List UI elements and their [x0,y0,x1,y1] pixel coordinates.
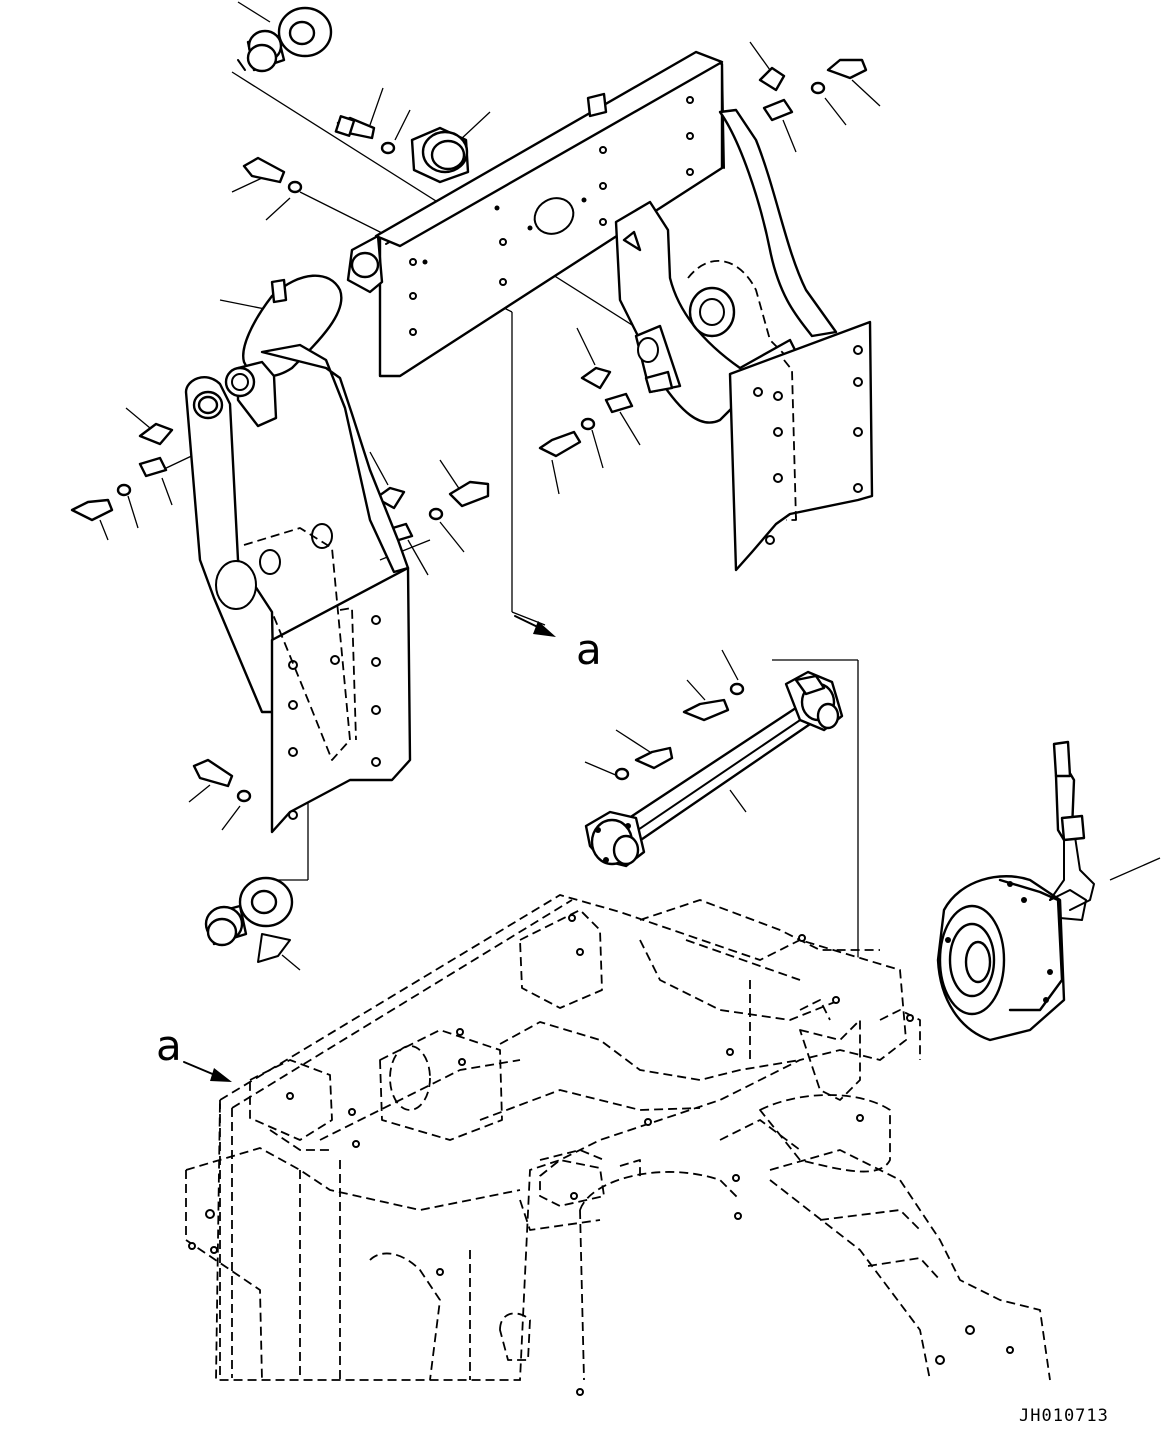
left-plate-holes [288,615,381,820]
drawing-code: JH010713 [1019,1406,1109,1426]
shaft-yoke-left [584,810,646,868]
callout-leaders [99,1,1161,971]
propeller-shaft [584,670,844,868]
cover-plate [410,126,470,184]
hydraulic-pump [936,740,1095,1042]
front-frame-crossbeam [184,50,874,834]
rear-frame-phantom [185,894,1051,1396]
right-plate-holes [753,345,863,545]
fasteners-upper [70,58,868,803]
view-arrow-upper [514,615,556,637]
view-arrow-lower [183,1061,232,1082]
bushing-bottom [204,876,294,963]
crossbeam-holes [409,96,694,336]
view-label-lower: a [156,1021,182,1070]
view-label-upper: a [576,625,602,674]
bushing-top [237,6,333,73]
shaft-yoke-right [784,670,844,732]
